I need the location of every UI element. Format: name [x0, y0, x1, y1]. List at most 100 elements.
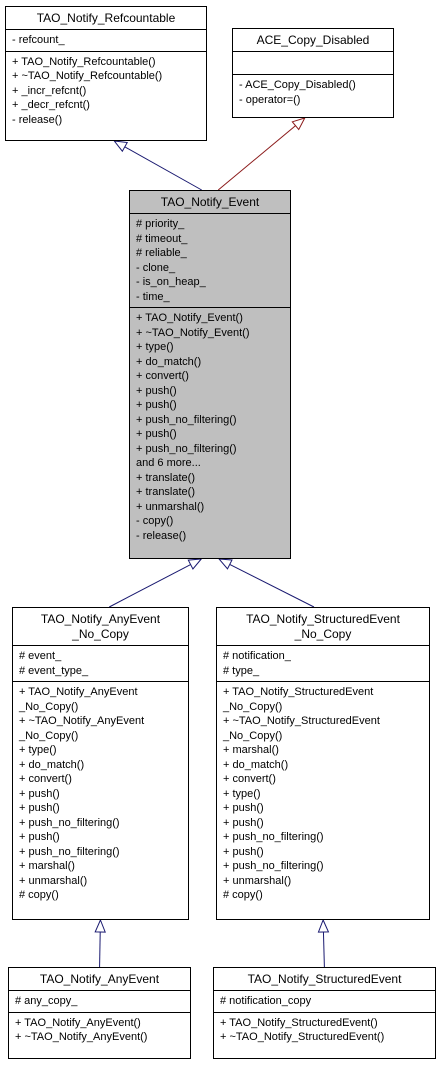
operations-compartment: - ACE_Copy_Disabled()- operator=() [233, 74, 393, 110]
operation-item: - operator=() [239, 93, 301, 106]
operation-item: + unmarshal() [19, 874, 88, 887]
operation-item: + push_no_filtering() [19, 816, 120, 829]
operation-item: + push() [136, 384, 177, 397]
class-title: TAO_Notify_StructuredEvent_No_Copy [217, 608, 429, 645]
attribute-item: - refcount_ [12, 34, 65, 46]
attribute-item: - is_on_heap_ [136, 276, 206, 288]
operation-item: + convert() [223, 773, 276, 785]
operation-item: + TAO_Notify_AnyEvent [19, 686, 138, 698]
operation-item: - copy() [136, 515, 174, 527]
operation-item: + ~TAO_Notify_AnyEvent [19, 715, 145, 727]
operation-item: # copy() [19, 889, 59, 901]
class-title: TAO_Notify_Event [130, 191, 290, 213]
inheritance-edge-any_event_no_copy-to-notify_event [109, 564, 191, 608]
class-title-line: TAO_Notify_StructuredEvent [246, 612, 400, 626]
inheritance-arrowhead [187, 558, 203, 570]
operation-item: + unmarshal() [223, 874, 292, 887]
operation-item: + do_match() [223, 758, 289, 771]
class-title-line: _No_Copy [72, 627, 129, 641]
operation-item: + push() [19, 802, 60, 814]
class-tao-notify-structuredevent-no-copy: TAO_Notify_StructuredEvent_No_Copy# noti… [216, 607, 430, 920]
attributes-compartment: # notification_ # type_ [217, 645, 429, 681]
inheritance-arrowhead [113, 140, 129, 153]
operation-item: + _decr_refcnt() [12, 99, 90, 111]
operation-item: - release() [12, 113, 63, 126]
operation-item: + translate() [136, 471, 195, 484]
class-tao-notify-structuredevent: TAO_Notify_StructuredEvent # notification… [213, 967, 436, 1059]
inheritance-arrowhead [317, 918, 330, 933]
inheritance-edge-structured_event-to-structured_event_no_copy [322, 931, 325, 968]
class-title-line: TAO_Notify_Refcountable [36, 11, 176, 25]
operation-item: + do_match() [136, 355, 202, 368]
attributes-compartment: # event_# event_type_ [13, 645, 188, 681]
class-tao-notify-anyevent: TAO_Notify_AnyEvent # any_copy_ + TAO_Noti… [8, 967, 191, 1059]
class-tao-notify-anyevent-no-copy: TAO_Notify_AnyEvent_No_Copy# event_# eve… [12, 607, 189, 920]
class-ace-copy-disabled: ACE_Copy_Disabled - ACE_Copy_Disabled()- … [232, 28, 394, 118]
attributes-compartment: - refcount_ [6, 29, 206, 51]
operation-item: + push() [223, 816, 264, 829]
inheritance-edge-notify_event-to-refcountable [124, 146, 202, 191]
class-title: TAO_Notify_AnyEvent [9, 968, 190, 990]
operations-compartment: + TAO_Notify_AnyEvent _No_Copy() + ~TAO_No… [13, 681, 188, 906]
operation-item: + unmarshal() [136, 500, 205, 513]
operation-item: + push() [19, 831, 60, 843]
operation-item: + do_match() [19, 758, 85, 771]
class-title-line: TAO_Notify_AnyEvent [39, 972, 160, 986]
operation-item: + ~TAO_Notify_StructuredEvent [223, 715, 380, 727]
attribute-item: # notification_ [223, 650, 291, 662]
operation-item: + convert() [136, 370, 189, 382]
operations-compartment: + TAO_Notify_StructuredEvent()+ ~TAO_Not… [214, 1011, 435, 1048]
attributes-compartment: # any_copy_ [9, 990, 190, 1012]
attribute-item: # type_ [223, 664, 260, 677]
inheritance-arrowhead [94, 918, 106, 933]
operation-item: + translate() [136, 486, 195, 498]
inheritance-edge-structured_event_no_copy-to-notify_event [229, 563, 315, 608]
operation-item: _No_Copy() [223, 729, 283, 742]
operation-item: + push() [136, 399, 177, 411]
class-tao-notify-refcountable: TAO_Notify_Refcountable - refcount_ + TAO_… [5, 6, 207, 141]
operation-item: + push_no_filtering() [136, 442, 237, 455]
operations-compartment: + TAO_Notify_StructuredEvent _No_Copy() + … [217, 681, 429, 906]
inheritance-edge-any_event-to-any_event_no_copy [99, 931, 101, 968]
operation-item: # copy() [223, 889, 263, 901]
class-title-line: TAO_Notify_AnyEvent [40, 612, 161, 626]
operation-item: + push() [136, 428, 177, 440]
operation-item: + TAO_Notify_Event() [136, 312, 243, 324]
operation-item: + TAO_Notify_AnyEvent() [15, 1016, 141, 1029]
operation-item: + convert() [19, 773, 72, 785]
class-title-line: TAO_Notify_StructuredEvent [247, 972, 402, 986]
class-title: TAO_Notify_AnyEvent_No_Copy [13, 608, 188, 645]
inheritance-arrowhead [291, 117, 306, 131]
operation-item: + TAO_Notify_StructuredEvent [223, 686, 374, 698]
class-title-line: TAO_Notify_Event [160, 195, 260, 209]
operation-item: and 6 more... [136, 457, 201, 469]
operation-item: + ~TAO_Notify_AnyEvent() [15, 1031, 148, 1043]
operation-item: + push() [223, 845, 264, 858]
operation-item: + push() [223, 802, 264, 814]
operation-item: + ~TAO_Notify_Event() [136, 326, 250, 339]
attribute-item: # timeout_ [136, 232, 188, 245]
operation-item: + push_no_filtering() [223, 860, 324, 872]
operation-item: + type() [223, 787, 261, 800]
operation-item: + marshal() [223, 744, 279, 756]
attribute-item: - clone_ [136, 261, 176, 274]
operation-item: _No_Copy() [19, 729, 79, 742]
attributes-compartment [233, 51, 393, 74]
operation-item: + TAO_Notify_Refcountable() [12, 55, 156, 68]
operation-item: _No_Copy() [223, 700, 283, 713]
operations-compartment: + TAO_Notify_Refcountable()+ ~TAO_Notify… [6, 50, 206, 131]
attribute-item: # notification_copy [220, 995, 312, 1007]
operation-item: _No_Copy() [19, 700, 79, 713]
operation-item: + marshal() [19, 860, 75, 872]
operations-compartment: + TAO_Notify_Event() + ~TAO_Notify_Event(… [130, 307, 290, 546]
class-title-line: ACE_Copy_Disabled [256, 33, 370, 47]
operations-compartment: + TAO_Notify_AnyEvent() + ~TAO_Notify_Any… [9, 1011, 190, 1048]
class-title: TAO_Notify_Refcountable [6, 7, 206, 29]
inheritance-arrowhead [217, 558, 233, 570]
class-tao-notify-event: TAO_Notify_Event# priority_# timeout_# r… [129, 190, 291, 559]
attribute-item: # priority_ [136, 218, 185, 230]
operation-item: + TAO_Notify_StructuredEvent() [220, 1016, 378, 1029]
attribute-item: # event_type_ [19, 664, 89, 677]
attribute-item: # any_copy_ [15, 995, 78, 1007]
